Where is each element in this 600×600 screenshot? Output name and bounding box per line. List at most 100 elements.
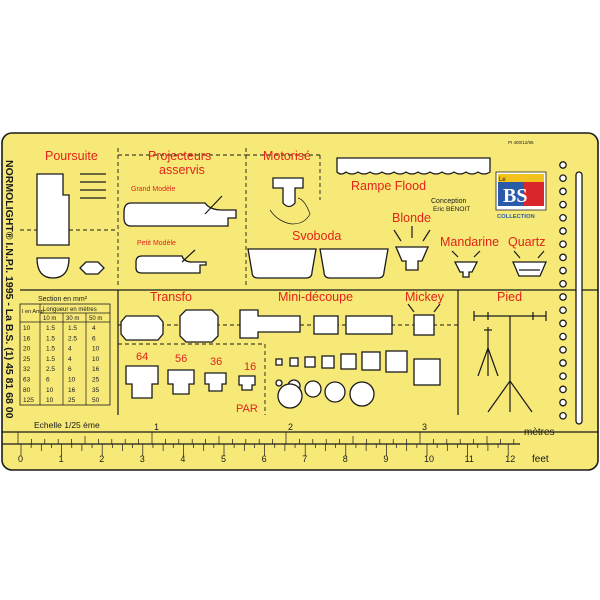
table-cell: 10: [46, 397, 54, 404]
binder-hole: [559, 319, 567, 328]
binder-hole: [559, 359, 567, 367]
cutout-mini-decoupe-2: [313, 315, 339, 335]
label-par-56: 56: [175, 353, 187, 365]
table-cell: 25: [68, 397, 76, 404]
label-par-36: 36: [210, 356, 222, 368]
cutout-right-slot: [575, 171, 583, 425]
binder-hole: [559, 411, 567, 420]
table-cell: 1.5: [68, 325, 77, 332]
table-cell: 1.5: [46, 335, 55, 342]
table-cell: 1.5: [46, 325, 55, 332]
table-cell: 25: [23, 356, 31, 363]
length-col-header: 10 m: [43, 316, 56, 322]
table-cell: 1.5: [46, 346, 55, 353]
label-projecteurs-1: Projecteurs: [148, 149, 211, 163]
label-conception-1: Conception: [431, 198, 467, 205]
length-col-header: 30 m: [66, 316, 79, 322]
binder-hole: [559, 279, 567, 288]
table-cell: 32: [23, 366, 31, 373]
table-cell: 16: [92, 366, 100, 373]
feet-tick-label: 2: [99, 454, 104, 464]
cutout-transfo-1: [120, 315, 164, 341]
cutout-par-56: [167, 369, 195, 395]
table-cell: 6: [92, 335, 96, 342]
table-cell: 6: [46, 377, 50, 384]
cutout-par-64: [125, 365, 159, 399]
cutout-mini-decoupe-1: [239, 309, 301, 339]
table-cell: 20: [23, 346, 31, 353]
table-cell: 125: [23, 397, 34, 404]
binder-hole: [559, 200, 567, 209]
table-cell: 10: [68, 377, 76, 384]
metres-tick-label: 1: [154, 422, 159, 432]
table-cell: 63: [23, 377, 31, 384]
cutout-par-16: [238, 375, 256, 391]
cutout-transfo-2: [179, 309, 219, 343]
table-cell: 2.5: [46, 366, 55, 373]
ruler-metres-label: mètres: [524, 427, 555, 438]
feet-tick-label: 7: [302, 454, 307, 464]
label-mandarine: Mandarine: [440, 235, 499, 249]
logo-small-text: Le: [499, 177, 506, 183]
table-cell: 10: [23, 325, 31, 332]
label-quartz: Quartz: [508, 235, 546, 249]
binder-hole: [559, 398, 567, 407]
col-header-span: Longueur en mètres: [43, 307, 97, 313]
cutout-mini-decoupe-3: [345, 315, 393, 335]
feet-tick-label: 11: [465, 454, 474, 464]
cutout-poursuite-small: [79, 261, 105, 275]
label-blonde: Blonde: [392, 211, 431, 225]
table-cell: 4: [68, 356, 72, 363]
label-pied: Pied: [497, 290, 522, 304]
binder-hole: [559, 253, 567, 262]
table-cell: 2.5: [68, 335, 77, 342]
table-cell: 16: [23, 335, 31, 342]
table-cell: 10: [46, 387, 54, 394]
binder-hole: [559, 174, 567, 183]
cutout-asservis-petit: [135, 255, 207, 274]
feet-tick-label: 1: [59, 454, 64, 464]
binder-hole: [559, 266, 567, 275]
cutout-poursuite-lens: [36, 257, 70, 279]
table-cell: 10: [92, 356, 100, 363]
feet-tick-label: 3: [140, 454, 145, 464]
label-poursuite: Poursuite: [45, 149, 98, 163]
label-grand-modele: Grand Modèle: [131, 186, 175, 193]
feet-tick-label: 4: [180, 454, 185, 464]
binder-hole: [559, 161, 567, 169]
cutout-poursuite-body: [36, 173, 70, 246]
binder-hole: [559, 345, 567, 354]
label-transfo: Transfo: [150, 290, 192, 304]
metres-tick-label: 3: [422, 422, 427, 432]
feet-tick-label: 9: [383, 454, 388, 464]
label-rampe-flood: Rampe Flood: [351, 179, 426, 193]
brand-ref: PI 400/12/95: [508, 140, 534, 145]
label-par-64: 64: [136, 351, 148, 363]
length-col-header: 50 m: [89, 316, 102, 322]
label-motorise: Motorisé: [263, 149, 311, 163]
feet-tick-label: 8: [343, 454, 348, 464]
table-cell: 80: [23, 387, 31, 394]
cutout-motorise: [272, 177, 304, 208]
label-petit-modele: Petit Modèle: [137, 240, 176, 247]
cutout-rampe-flood: [336, 157, 491, 175]
section-table: Section en mm² I en Amp Longueur en mètr…: [19, 296, 111, 406]
binder-hole: [559, 293, 567, 301]
cutout-small-squares: [275, 350, 441, 386]
table-cell: 1.5: [46, 356, 55, 363]
table-cell: 10: [92, 346, 100, 353]
binder-holes: [559, 161, 567, 420]
binder-hole: [559, 372, 567, 381]
metres-tick-label: 2: [288, 422, 293, 432]
cutout-blonde: [395, 246, 429, 271]
ruler-feet-label: feet: [532, 454, 549, 465]
table-cell: 25: [92, 377, 100, 384]
brand-vertical-text: NORMOLIGHT® I.N.P.I. 1995 - La B.S. (1) …: [3, 160, 15, 419]
logo-word-text: COLLECTION: [497, 214, 535, 220]
feet-tick-label: 10: [424, 454, 434, 464]
cutout-pied: [473, 311, 547, 413]
cutout-mandarine: [453, 261, 479, 278]
section-table-title: Section en mm²: [38, 296, 88, 303]
cutout-par-36: [204, 372, 227, 392]
